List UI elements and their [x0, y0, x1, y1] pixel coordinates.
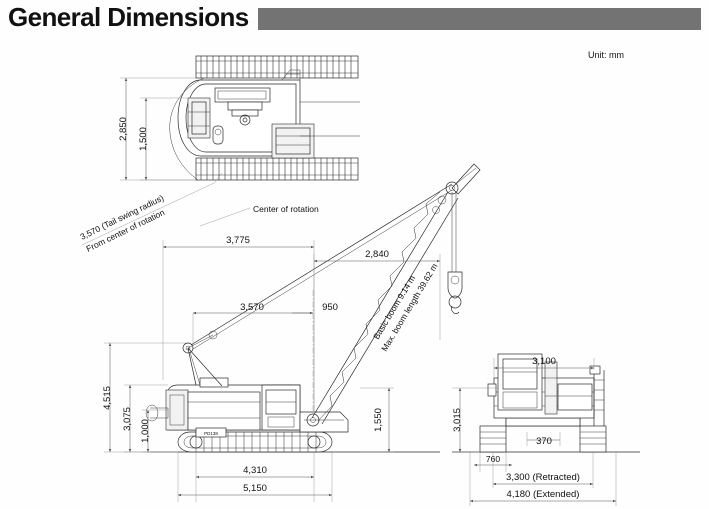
dim-text-5150: 5,150 [243, 483, 267, 494]
front-track-right [579, 425, 607, 453]
side-lattice-boom [306, 163, 481, 427]
model-label: PD138 [204, 431, 218, 436]
dim-text-3075: 3,075 [122, 407, 133, 431]
dim-text-3300: 3,300 (Retracted) [506, 472, 580, 483]
side-view-group: PD138 [102, 163, 481, 502]
dim-text-1500: 1,500 [138, 127, 149, 151]
dim-front-370: 370 [526, 432, 561, 447]
dim-front-3300-retracted: 3,300 (Retracted) [492, 452, 594, 488]
dim-text-2850: 2,850 [118, 117, 129, 141]
label-center-of-rotation: Center of rotation [253, 204, 319, 214]
side-upperstructure: PD138 [145, 377, 349, 438]
dim-text-3100: 3,100 [532, 356, 556, 367]
dim-side-950: 950 [292, 290, 338, 412]
dim-side-1550: 1,550 [360, 387, 394, 453]
front-track-left [479, 425, 507, 453]
dim-side-2840: 2,840 [313, 249, 441, 412]
dim-text-2840: 2,840 [365, 249, 389, 260]
dim-text-370: 370 [536, 436, 552, 447]
dim-text-3570: 3,570 [240, 302, 264, 313]
dim-plan-inner-width: 1,500 [138, 97, 196, 181]
page-header: General Dimensions [0, 0, 709, 40]
plan-superstructure [177, 69, 360, 159]
plan-view-group: 2,850 1,500 3,570 (Tail swing radius) Fr… [78, 55, 360, 254]
page-title: General Dimensions [8, 2, 249, 32]
tail-swing-curve [169, 77, 205, 181]
front-view-group: 3,100 3,015 370 [452, 353, 640, 506]
dim-front-3015: 3,015 [452, 387, 498, 453]
dim-side-5150: 5,150 [177, 452, 333, 502]
side-hook-block [447, 192, 463, 314]
unit-note: Unit: mm [588, 50, 624, 60]
dim-text-950: 950 [322, 302, 338, 313]
header-accent-bar [258, 8, 701, 30]
dim-text-3775: 3,775 [226, 235, 250, 246]
plan-track-upper [195, 55, 359, 79]
front-upperstructure [487, 353, 605, 426]
tail-swing-leader [81, 182, 215, 246]
dim-text-4310: 4,310 [243, 465, 267, 476]
center-of-rotation-leader [199, 207, 251, 227]
dim-front-4180-extended: 4,180 (Extended) [469, 452, 617, 506]
dim-side-4310: 4,310 [195, 452, 315, 502]
dim-text-4515: 4,515 [102, 386, 113, 410]
dim-side-1000: 1,000 [140, 409, 178, 453]
dim-front-3100: 3,100 [493, 356, 595, 378]
dim-text-1000: 1,000 [140, 419, 151, 443]
plan-track-lower [195, 157, 359, 181]
dim-text-1550: 1,550 [373, 408, 384, 432]
side-gantry [182, 183, 453, 387]
technical-drawing: 2,850 1,500 3,570 (Tail swing radius) Fr… [0, 40, 709, 509]
dim-text-4180: 4,180 (Extended) [507, 489, 580, 500]
dim-text-3015: 3,015 [452, 408, 463, 432]
